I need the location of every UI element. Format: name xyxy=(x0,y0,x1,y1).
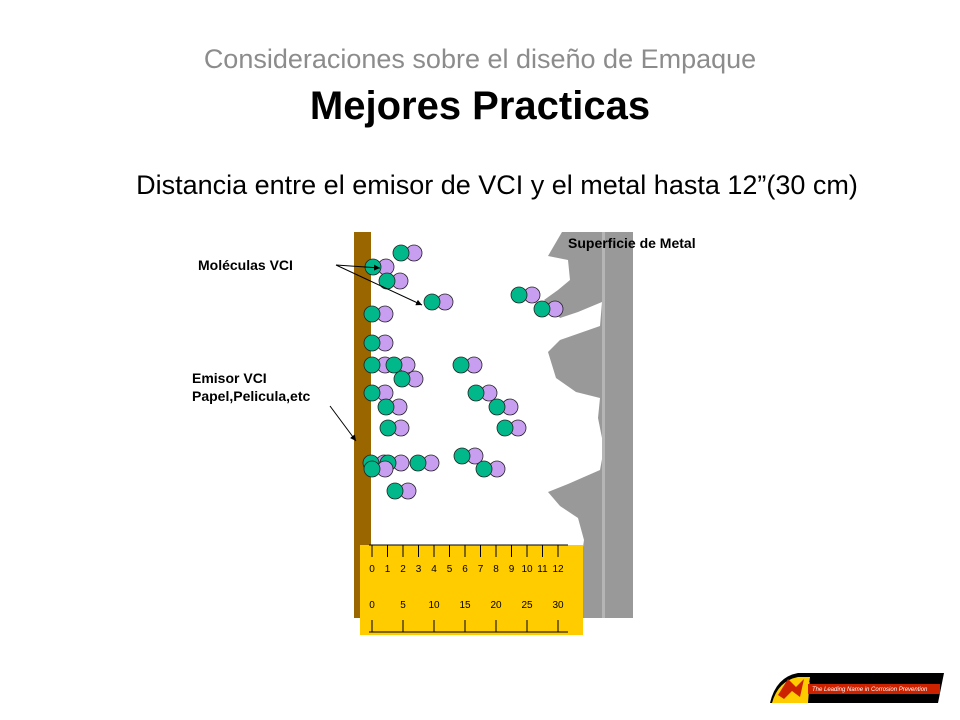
ruler-inch-label: 10 xyxy=(521,564,533,575)
vci-molecule xyxy=(392,244,423,262)
metal-surface xyxy=(544,232,633,618)
molecule-atom-green xyxy=(452,356,470,374)
logo-tagline: The Leading Name in Corrosion Prevention xyxy=(812,687,928,693)
ruler-inch-label: 3 xyxy=(416,564,422,575)
molecule-atom-green xyxy=(386,482,404,500)
distance-heading: Distancia entre el emisor de VCI y el me… xyxy=(136,170,858,200)
ruler-cm-label: 10 xyxy=(428,600,440,611)
ruler-inch-label: 2 xyxy=(400,564,406,575)
molecule-atom-green xyxy=(379,419,397,437)
ruler-inch-label: 8 xyxy=(493,564,499,575)
molecule-atom-green xyxy=(467,384,485,402)
molecule-atom-green xyxy=(363,356,381,374)
ruler-inch-label: 12 xyxy=(552,564,564,575)
ruler-inch-label: 9 xyxy=(509,564,515,575)
molecule-atom-green xyxy=(488,398,506,416)
vci-molecule xyxy=(363,334,394,352)
ruler-inch-label: 0 xyxy=(369,564,375,575)
emitter-label-line2: Papel,Pelicula,etc xyxy=(192,388,310,404)
molecule-atom-green xyxy=(510,286,528,304)
ruler-inch-label: 7 xyxy=(478,564,484,575)
ruler-body xyxy=(360,545,583,635)
vci-molecule xyxy=(452,356,483,374)
logo-graphic xyxy=(770,673,944,703)
molecule-atom-green xyxy=(377,398,395,416)
molecule-atom-green xyxy=(393,370,411,388)
molecule-atom-green xyxy=(409,454,427,472)
molecule-atom-green xyxy=(475,460,493,478)
molecule-atom-green xyxy=(533,300,551,318)
ruler-cm-label: 5 xyxy=(400,600,406,611)
vci-emitter xyxy=(354,232,371,618)
ruler-inch-label: 1 xyxy=(385,564,391,575)
vci-molecules xyxy=(362,244,564,500)
vci-molecule xyxy=(385,356,416,374)
vci-molecule xyxy=(409,454,440,472)
slide-title: Mejores Practicas xyxy=(309,84,651,128)
metal-inner-edge xyxy=(602,232,605,618)
vci-molecule xyxy=(475,460,506,478)
metal-surface-label: Superficie de Metal xyxy=(568,235,696,251)
vci-molecule xyxy=(533,300,564,318)
vci-molecule xyxy=(379,419,410,437)
molecule-atom-green xyxy=(363,384,381,402)
ruler-inch-label: 4 xyxy=(431,564,437,575)
molecule-atom-green xyxy=(453,447,471,465)
vci-molecule xyxy=(377,398,408,416)
ruler-inch-label: 6 xyxy=(462,564,468,575)
molecule-atom-green xyxy=(363,334,381,352)
molecule-atom-green xyxy=(423,293,441,311)
vci-molecule xyxy=(363,305,394,323)
vci-molecules-label: Moléculas VCI xyxy=(198,257,293,273)
emitter-label-line1: Emisor VCI xyxy=(192,370,267,386)
vci-molecule xyxy=(393,370,424,388)
molecule-atom-green xyxy=(496,419,514,437)
ruler-cm-label: 0 xyxy=(369,600,375,611)
molecule-atom-green xyxy=(392,244,410,262)
vci-molecule xyxy=(378,272,409,290)
ruler-cm-label: 30 xyxy=(552,600,564,611)
logo-name: DAUBERT CROMWELL xyxy=(809,673,936,685)
vci-molecule xyxy=(386,482,417,500)
emitter-arrow xyxy=(329,405,357,442)
molecule-atom-green xyxy=(363,460,381,478)
daubert-cromwell-logo: DAUBERT CROMWELL The Leading Name in Cor… xyxy=(768,665,948,707)
vci-molecule xyxy=(363,460,394,478)
vci-molecule xyxy=(364,258,395,276)
slide-subtitle: Consideraciones sobre el diseño de Empaq… xyxy=(203,44,757,74)
molecule-atom-green xyxy=(385,356,403,374)
molecules-arrow-1 xyxy=(335,264,381,271)
ruler-cm-label: 20 xyxy=(490,600,502,611)
vci-molecule xyxy=(423,293,454,311)
ruler-cm-label: 25 xyxy=(521,600,533,611)
ruler-inch-label: 11 xyxy=(537,564,548,575)
vci-molecule xyxy=(488,398,519,416)
molecules-arrow-2 xyxy=(335,264,423,306)
vci-molecule xyxy=(363,384,394,402)
ruler-cm-label: 15 xyxy=(459,600,471,611)
vci-molecule xyxy=(510,286,541,304)
molecule-atom-green xyxy=(363,305,381,323)
vci-molecule xyxy=(496,419,527,437)
ruler-inch-label: 5 xyxy=(447,564,453,575)
vci-molecule xyxy=(467,384,498,402)
vci-molecule xyxy=(453,447,484,465)
